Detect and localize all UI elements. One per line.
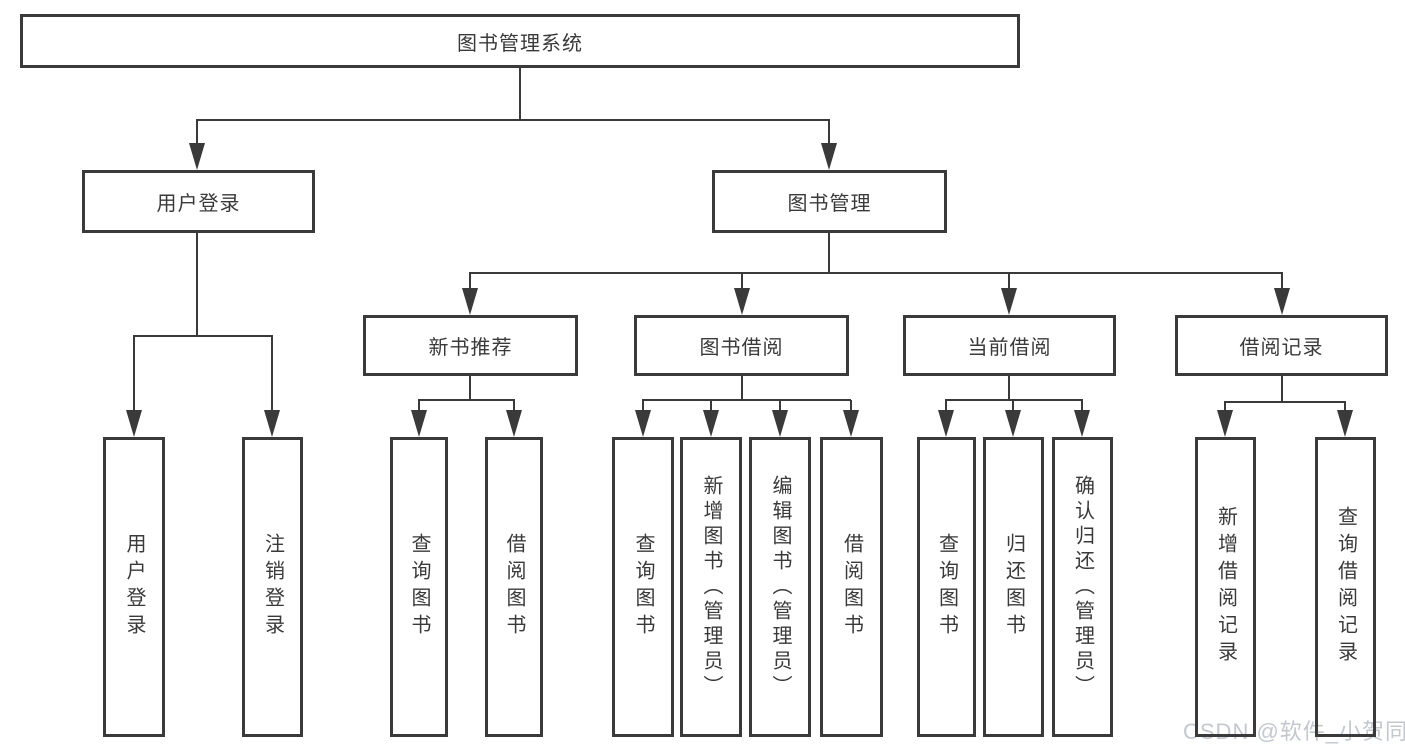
arrow-down-icon [1005, 410, 1021, 437]
connector-drop-leaf [1081, 400, 1083, 412]
connector-drop-leaf [945, 400, 947, 412]
leaf-add-borrow-record-label: 新增借阅记录 [1214, 506, 1237, 668]
leaf-add-borrow-record: 新增借阅记录 [1195, 437, 1256, 737]
connector-root-stem [519, 68, 521, 120]
leaf-confirm-return-admin: 确认归还（管理员） [1052, 437, 1113, 737]
node-book-borrow-label: 图书借阅 [699, 337, 784, 359]
connector-level3-rail [469, 272, 1283, 274]
arrow-down-icon [189, 143, 205, 170]
leaf-borrow-books-2: 借阅图书 [820, 437, 883, 737]
arrow-down-icon [411, 410, 427, 437]
node-book-management: 图书管理 [712, 170, 947, 233]
node-root-label: 图书管理系统 [457, 32, 583, 55]
leaf-borrow-books-1-label: 借阅图书 [503, 533, 525, 641]
connector-stem [1281, 376, 1283, 402]
node-user-login-label: 用户登录 [156, 193, 241, 215]
leaf-query-books-3-label: 查询图书 [935, 533, 958, 641]
leaf-edit-books-admin-label: 编辑图书（管理员） [769, 474, 791, 700]
leaf-borrow-books-2-label: 借阅图书 [840, 533, 863, 641]
node-book-borrow: 图书借阅 [634, 315, 849, 376]
connector-drop-leaf [271, 336, 273, 412]
node-current-borrow: 当前借阅 [903, 315, 1116, 376]
connector-drop-leaf [513, 400, 515, 412]
connector-rail [1224, 401, 1346, 403]
leaf-query-books-1-label: 查询图书 [408, 533, 430, 641]
arrow-down-icon [1217, 410, 1233, 437]
leaf-edit-books-admin: 编辑图书（管理员） [749, 437, 811, 737]
leaf-query-books-2-label: 查询图书 [632, 533, 654, 641]
node-root: 图书管理系统 [20, 14, 1020, 68]
connector-drop-borrow-records [1281, 273, 1283, 290]
connector-drop-book-borrow [741, 273, 743, 290]
arrow-down-icon [126, 410, 142, 437]
arrow-down-icon [1274, 288, 1290, 315]
connector-drop-user-login [196, 120, 198, 146]
connector-book-management-stem [828, 233, 830, 273]
leaf-user-login: 用户登录 [103, 437, 165, 737]
connector-drop-leaf [642, 400, 644, 412]
connector-rail [642, 399, 851, 401]
node-user-login: 用户登录 [82, 170, 315, 233]
node-borrow-records-label: 借阅记录 [1239, 337, 1324, 359]
node-borrow-records: 借阅记录 [1175, 315, 1388, 376]
leaf-query-borrow-record: 查询借阅记录 [1315, 437, 1376, 737]
node-current-borrow-label: 当前借阅 [967, 337, 1052, 359]
leaf-logout-label: 注销登录 [261, 533, 284, 641]
leaf-logout: 注销登录 [242, 437, 303, 737]
arrow-down-icon [506, 410, 522, 437]
leaf-query-borrow-record-label: 查询借阅记录 [1334, 506, 1357, 668]
connector-drop-leaf [1012, 400, 1014, 412]
connector-user-login-rail [133, 335, 273, 337]
arrow-down-icon [635, 410, 651, 437]
connector-drop-leaf [133, 336, 135, 412]
connector-stem [741, 376, 743, 400]
arrow-down-icon [264, 410, 280, 437]
leaf-borrow-books-1: 借阅图书 [485, 437, 543, 737]
connector-drop-current-borrow [1008, 273, 1010, 290]
leaf-return-books: 归还图书 [983, 437, 1044, 737]
connector-rail [418, 399, 515, 401]
leaf-user-login-label: 用户登录 [123, 533, 145, 641]
connector-drop-leaf [418, 400, 420, 412]
connector-drop-book-management [828, 120, 830, 146]
connector-drop-leaf [779, 400, 781, 412]
leaf-add-books-admin: 新增图书（管理员） [680, 437, 742, 737]
arrow-down-icon [772, 410, 788, 437]
connector-user-login-stem [196, 233, 198, 336]
connector-drop-leaf [710, 400, 712, 412]
connector-stem [469, 376, 471, 400]
leaf-add-books-admin-label: 新增图书（管理员） [700, 474, 722, 700]
arrow-down-icon [821, 143, 837, 170]
arrow-down-icon [703, 410, 719, 437]
arrow-down-icon [462, 288, 478, 315]
arrow-down-icon [843, 410, 859, 437]
leaf-query-books-2: 查询图书 [612, 437, 674, 737]
arrow-down-icon [734, 288, 750, 315]
connector-stem [1008, 376, 1010, 400]
leaf-query-books-1: 查询图书 [390, 437, 448, 737]
arrow-down-icon [938, 410, 954, 437]
leaf-confirm-return-admin-label: 确认归还（管理员） [1071, 474, 1094, 700]
connector-drop-leaf [1344, 402, 1346, 412]
connector-drop-new-book [469, 273, 471, 290]
connector-drop-leaf [850, 400, 852, 412]
arrow-down-icon [1337, 410, 1353, 437]
leaf-query-books-3: 查询图书 [917, 437, 976, 737]
arrow-down-icon [1001, 288, 1017, 315]
connector-level2-rail [196, 119, 830, 121]
leaf-return-books-label: 归还图书 [1002, 533, 1025, 641]
csdn-watermark: CSDN @软件_小贺同学 [1183, 719, 1405, 744]
arrow-down-icon [1074, 410, 1090, 437]
node-new-book-recommend: 新书推荐 [363, 315, 578, 376]
node-book-management-label: 图书管理 [787, 193, 872, 215]
node-new-book-recommend-label: 新书推荐 [428, 337, 513, 359]
connector-rail [945, 399, 1083, 401]
connector-drop-leaf [1224, 402, 1226, 412]
